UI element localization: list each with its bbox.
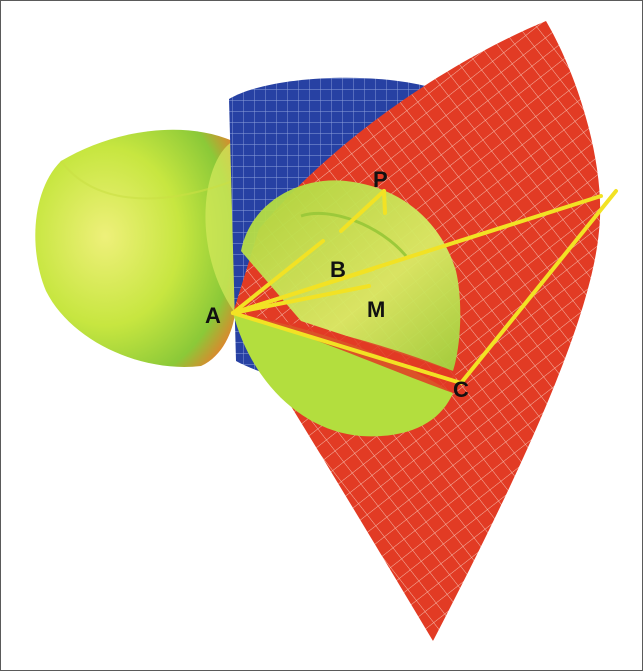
point-labels: A B M P C: [205, 167, 469, 402]
construction-lines: [231, 189, 618, 385]
left-ellipsoid-shell: [35, 129, 235, 367]
point-label-A: A: [205, 303, 221, 328]
segment-A-far: [231, 194, 603, 315]
segment-C-far: [459, 189, 618, 385]
segment-P-down: [382, 189, 387, 215]
segment-A-upper: [231, 239, 325, 315]
point-label-M: M: [367, 297, 385, 322]
segment-P-left: [339, 189, 386, 233]
point-label-P: P: [373, 167, 388, 192]
point-label-C: C: [453, 377, 469, 402]
segment-AM: [231, 284, 371, 315]
segment-AC: [231, 311, 463, 385]
point-label-B: B: [330, 257, 346, 282]
